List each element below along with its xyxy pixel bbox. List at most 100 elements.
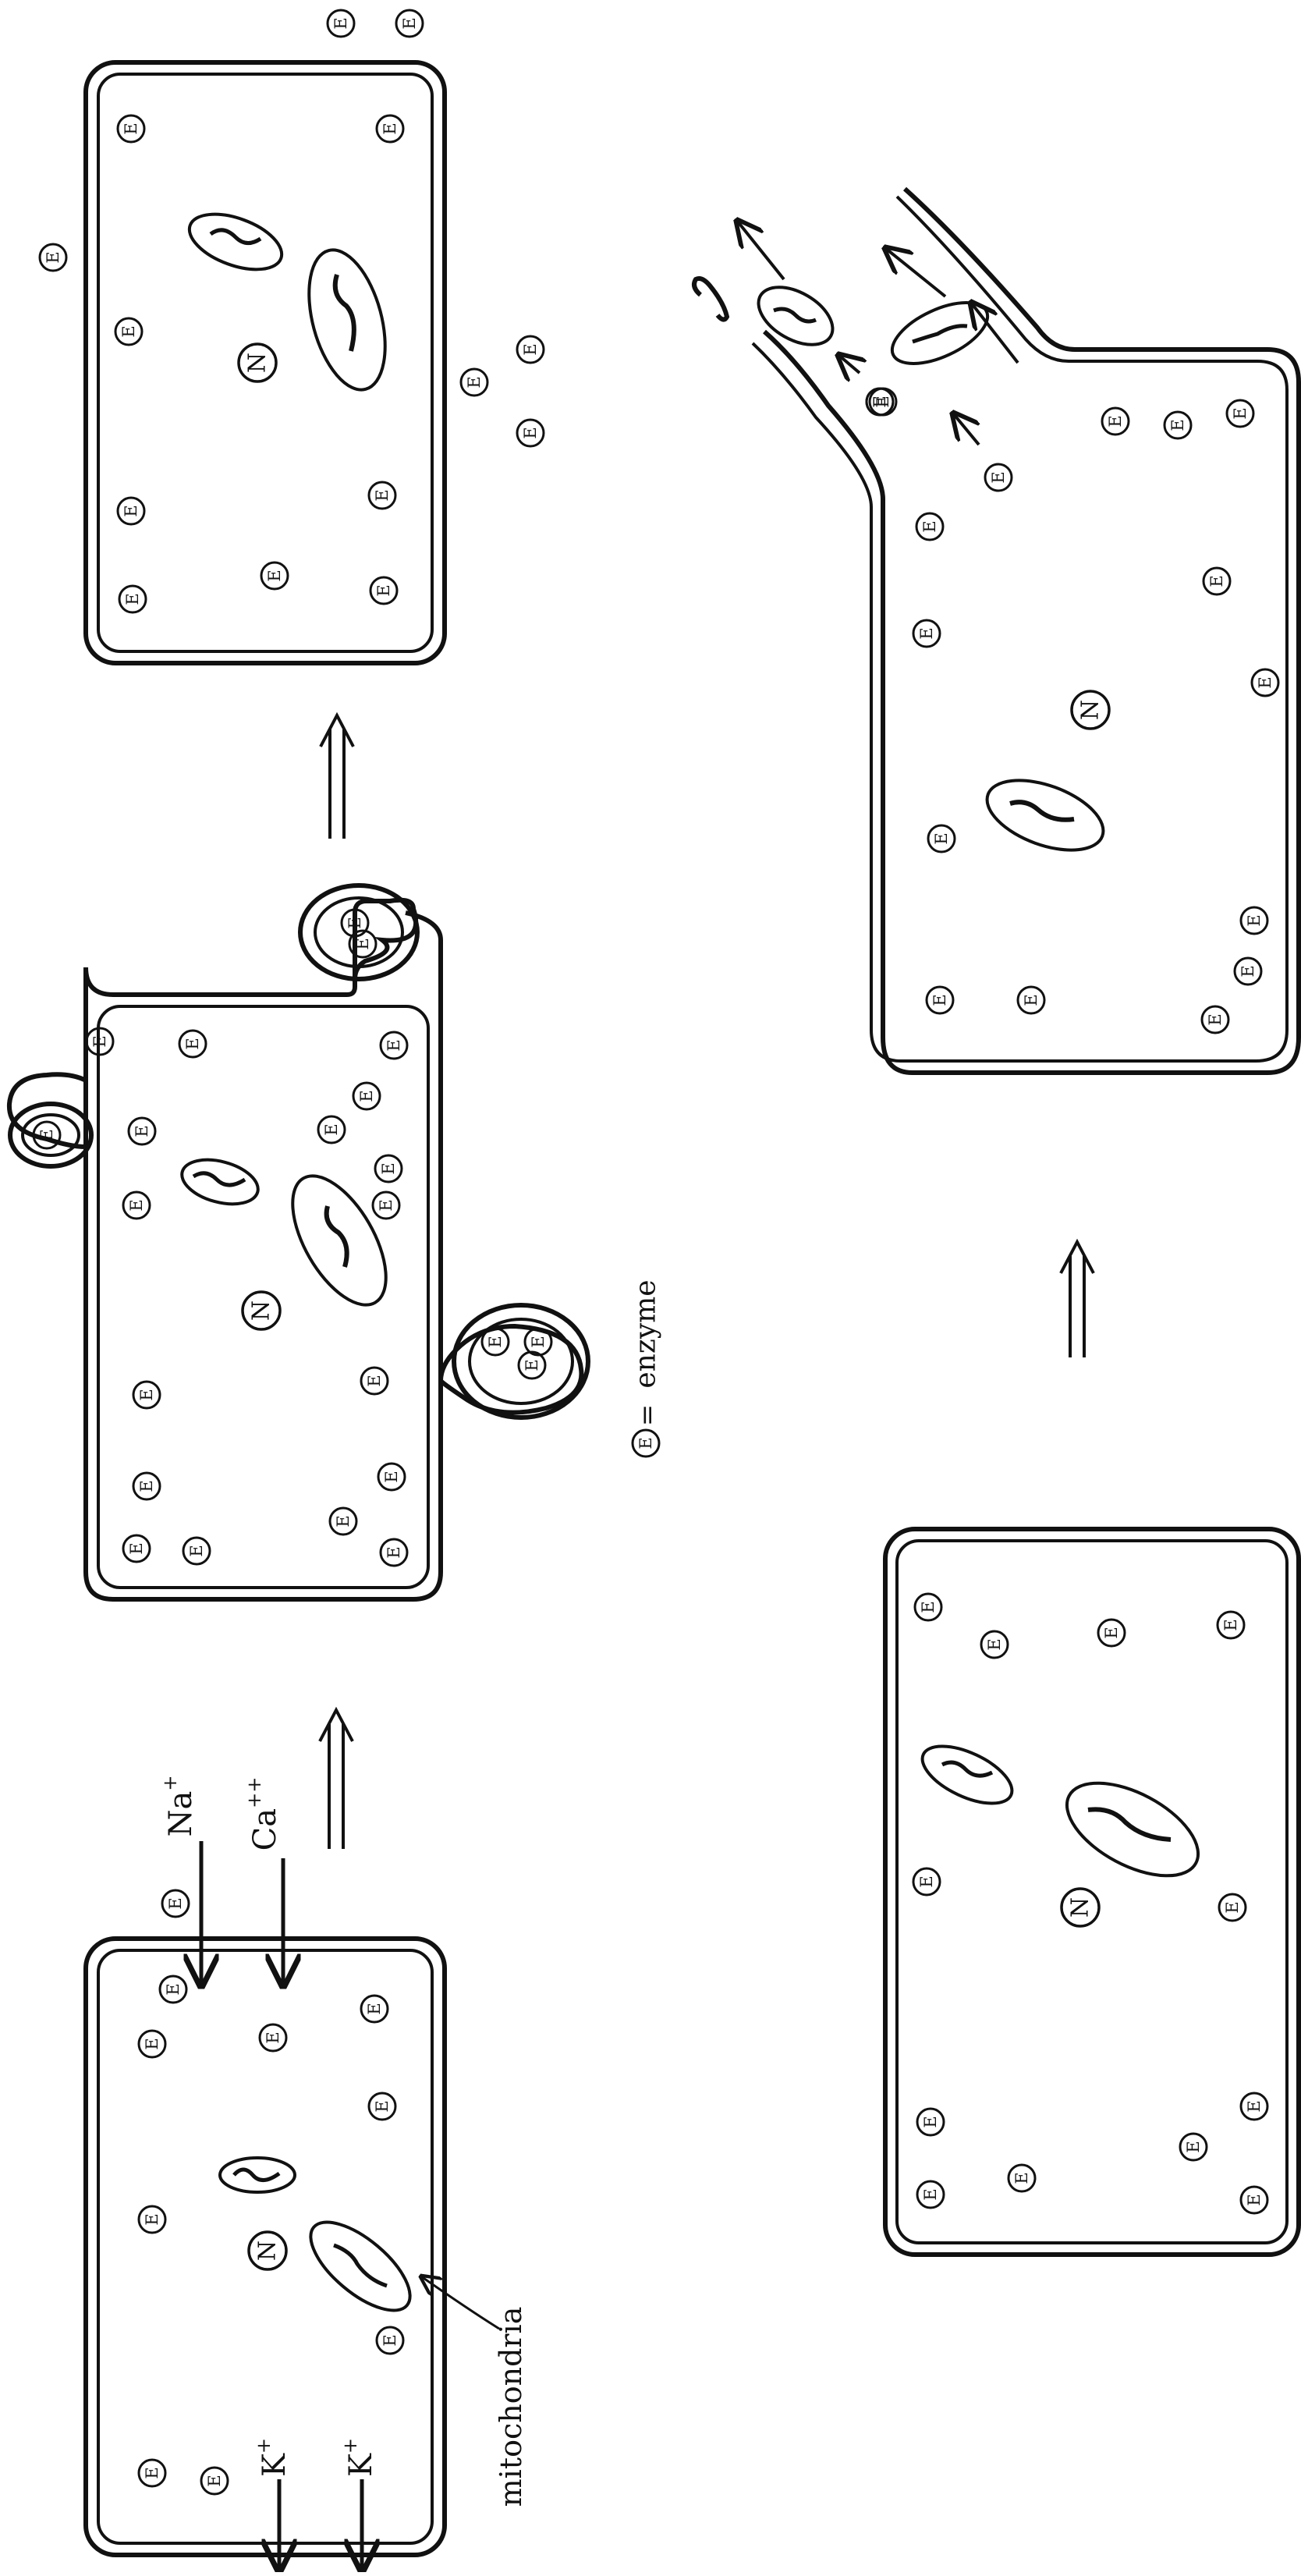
enzyme-marker: E — [1252, 669, 1278, 696]
enzyme-marker: E — [381, 1539, 407, 1566]
mitochondria-label: mitochondria — [494, 2307, 528, 2507]
enzyme-marker: E — [330, 1508, 356, 1535]
svg-text:E: E — [377, 1199, 395, 1211]
enzyme-marker: E — [377, 2327, 403, 2354]
svg-text:E: E — [523, 1359, 541, 1371]
enzyme-marker: E — [1165, 412, 1191, 438]
svg-text:E: E — [1231, 407, 1250, 419]
enzyme-marker: E — [517, 336, 544, 363]
nucleus-label: N — [254, 2241, 282, 2261]
svg-text:E: E — [44, 251, 62, 263]
enzyme-marker: E — [519, 1352, 545, 1378]
enzyme-marker: E — [482, 1329, 509, 1355]
enzyme-marker: E — [260, 2024, 286, 2051]
nucleus: N — [1062, 1889, 1099, 1926]
mitochondrion — [1052, 1764, 1213, 1895]
svg-text:E: E — [921, 2188, 940, 2200]
legend-equals: = — [632, 1404, 663, 1427]
svg-text:E: E — [1012, 2172, 1031, 2184]
enzyme-marker: E — [129, 1118, 155, 1144]
mitochondrion — [914, 1734, 1020, 1815]
svg-text:E: E — [37, 1129, 56, 1141]
svg-text:E: E — [1022, 994, 1040, 1006]
svg-text:E: E — [1223, 1901, 1242, 1913]
enzyme-marker: E — [1204, 568, 1230, 594]
svg-text:E: E — [919, 1601, 938, 1613]
enzyme-marker: E — [370, 577, 397, 604]
enzyme-marker: E — [139, 2460, 165, 2486]
enzyme-marker: E — [40, 244, 66, 271]
enzyme-marker: E — [927, 987, 953, 1013]
svg-text:E: E — [381, 122, 399, 134]
svg-text:E: E — [400, 17, 419, 29]
legend-label: enzyme — [630, 1279, 662, 1388]
svg-text:E: E — [1245, 2194, 1264, 2205]
enzyme-marker: E — [133, 1473, 160, 1499]
nucleus-label: N — [244, 353, 271, 373]
enzyme-marker: E — [913, 620, 940, 647]
mitochondrion — [296, 2207, 424, 2326]
svg-text:E: E — [353, 938, 372, 949]
enzyme-marker: E — [139, 2206, 165, 2233]
svg-text:K+: K+ — [253, 2438, 292, 2477]
cell-normal-ion-flux: N Na+ Ca++ K+ K+ mitochondria — [86, 1776, 528, 2571]
nucleus: N — [1072, 691, 1109, 729]
legend: E = enzyme — [630, 1279, 664, 1457]
svg-text:Na+: Na+ — [159, 1776, 199, 1837]
svg-text:E: E — [920, 520, 939, 532]
enzyme-marker: E — [381, 1032, 407, 1059]
enzyme-marker: E — [917, 2181, 944, 2208]
stage-arrow — [321, 715, 353, 839]
svg-text:E: E — [486, 1336, 505, 1347]
enzyme-marker: E — [1018, 987, 1044, 1013]
enzyme-marker: E — [867, 389, 893, 415]
svg-text:E: E — [1245, 914, 1264, 926]
enzyme-marker: E — [369, 482, 395, 509]
svg-text:E: E — [373, 489, 392, 501]
svg-text:E: E — [90, 1035, 109, 1047]
stage-arrow — [320, 1710, 353, 1849]
enzyme-marker: E — [1098, 1620, 1125, 1646]
nucleus: N — [243, 1292, 280, 1329]
enzyme-marker: E — [378, 1464, 405, 1490]
enzyme-marker: E — [162, 1890, 189, 1917]
enzyme-marker: E — [179, 1031, 206, 1057]
svg-text:E: E — [932, 832, 951, 844]
svg-text:E: E — [381, 2334, 399, 2346]
enzyme-marker: E — [928, 825, 955, 852]
mitochondrion — [177, 1152, 263, 1212]
ca-label: Ca++ — [243, 1777, 283, 1851]
svg-text:E: E — [143, 2213, 161, 2225]
nucleus: N — [239, 344, 276, 381]
enzyme-marker: E — [123, 1192, 150, 1219]
enzyme-marker: E — [1218, 1612, 1244, 1638]
enzyme-marker: E — [1241, 907, 1267, 934]
svg-text:E: E — [137, 1480, 156, 1492]
svg-text:E: E — [187, 1545, 206, 1556]
enzyme-marker: E — [517, 420, 544, 446]
svg-text:E: E — [465, 376, 484, 388]
svg-text:E: E — [636, 1437, 655, 1449]
svg-text:E: E — [917, 1875, 936, 1887]
enzyme-marker: E — [139, 2031, 165, 2057]
svg-text:E: E — [331, 17, 350, 29]
svg-text:E: E — [143, 2038, 161, 2049]
svg-text:E: E — [1168, 419, 1187, 431]
enzyme-marker: E — [118, 498, 144, 524]
svg-text:E: E — [127, 1199, 146, 1211]
legend-enzyme-symbol: E — [633, 1430, 659, 1457]
svg-text:E: E — [373, 2100, 392, 2112]
enzyme-marker: E — [461, 369, 487, 396]
enzyme-marker: E — [1102, 408, 1129, 435]
svg-text:Ca++: Ca++ — [243, 1777, 283, 1851]
svg-text:E: E — [385, 1039, 403, 1051]
svg-text:E: E — [529, 1336, 548, 1347]
enzyme-marker: E — [160, 1976, 186, 2003]
enzyme-marker: E — [915, 1594, 941, 1620]
svg-text:K+: K+ — [339, 2438, 379, 2477]
svg-text:E: E — [521, 343, 540, 355]
release-arrow — [737, 221, 784, 279]
enzyme-marker: E — [916, 513, 943, 540]
nucleus-label: N — [1077, 700, 1104, 720]
